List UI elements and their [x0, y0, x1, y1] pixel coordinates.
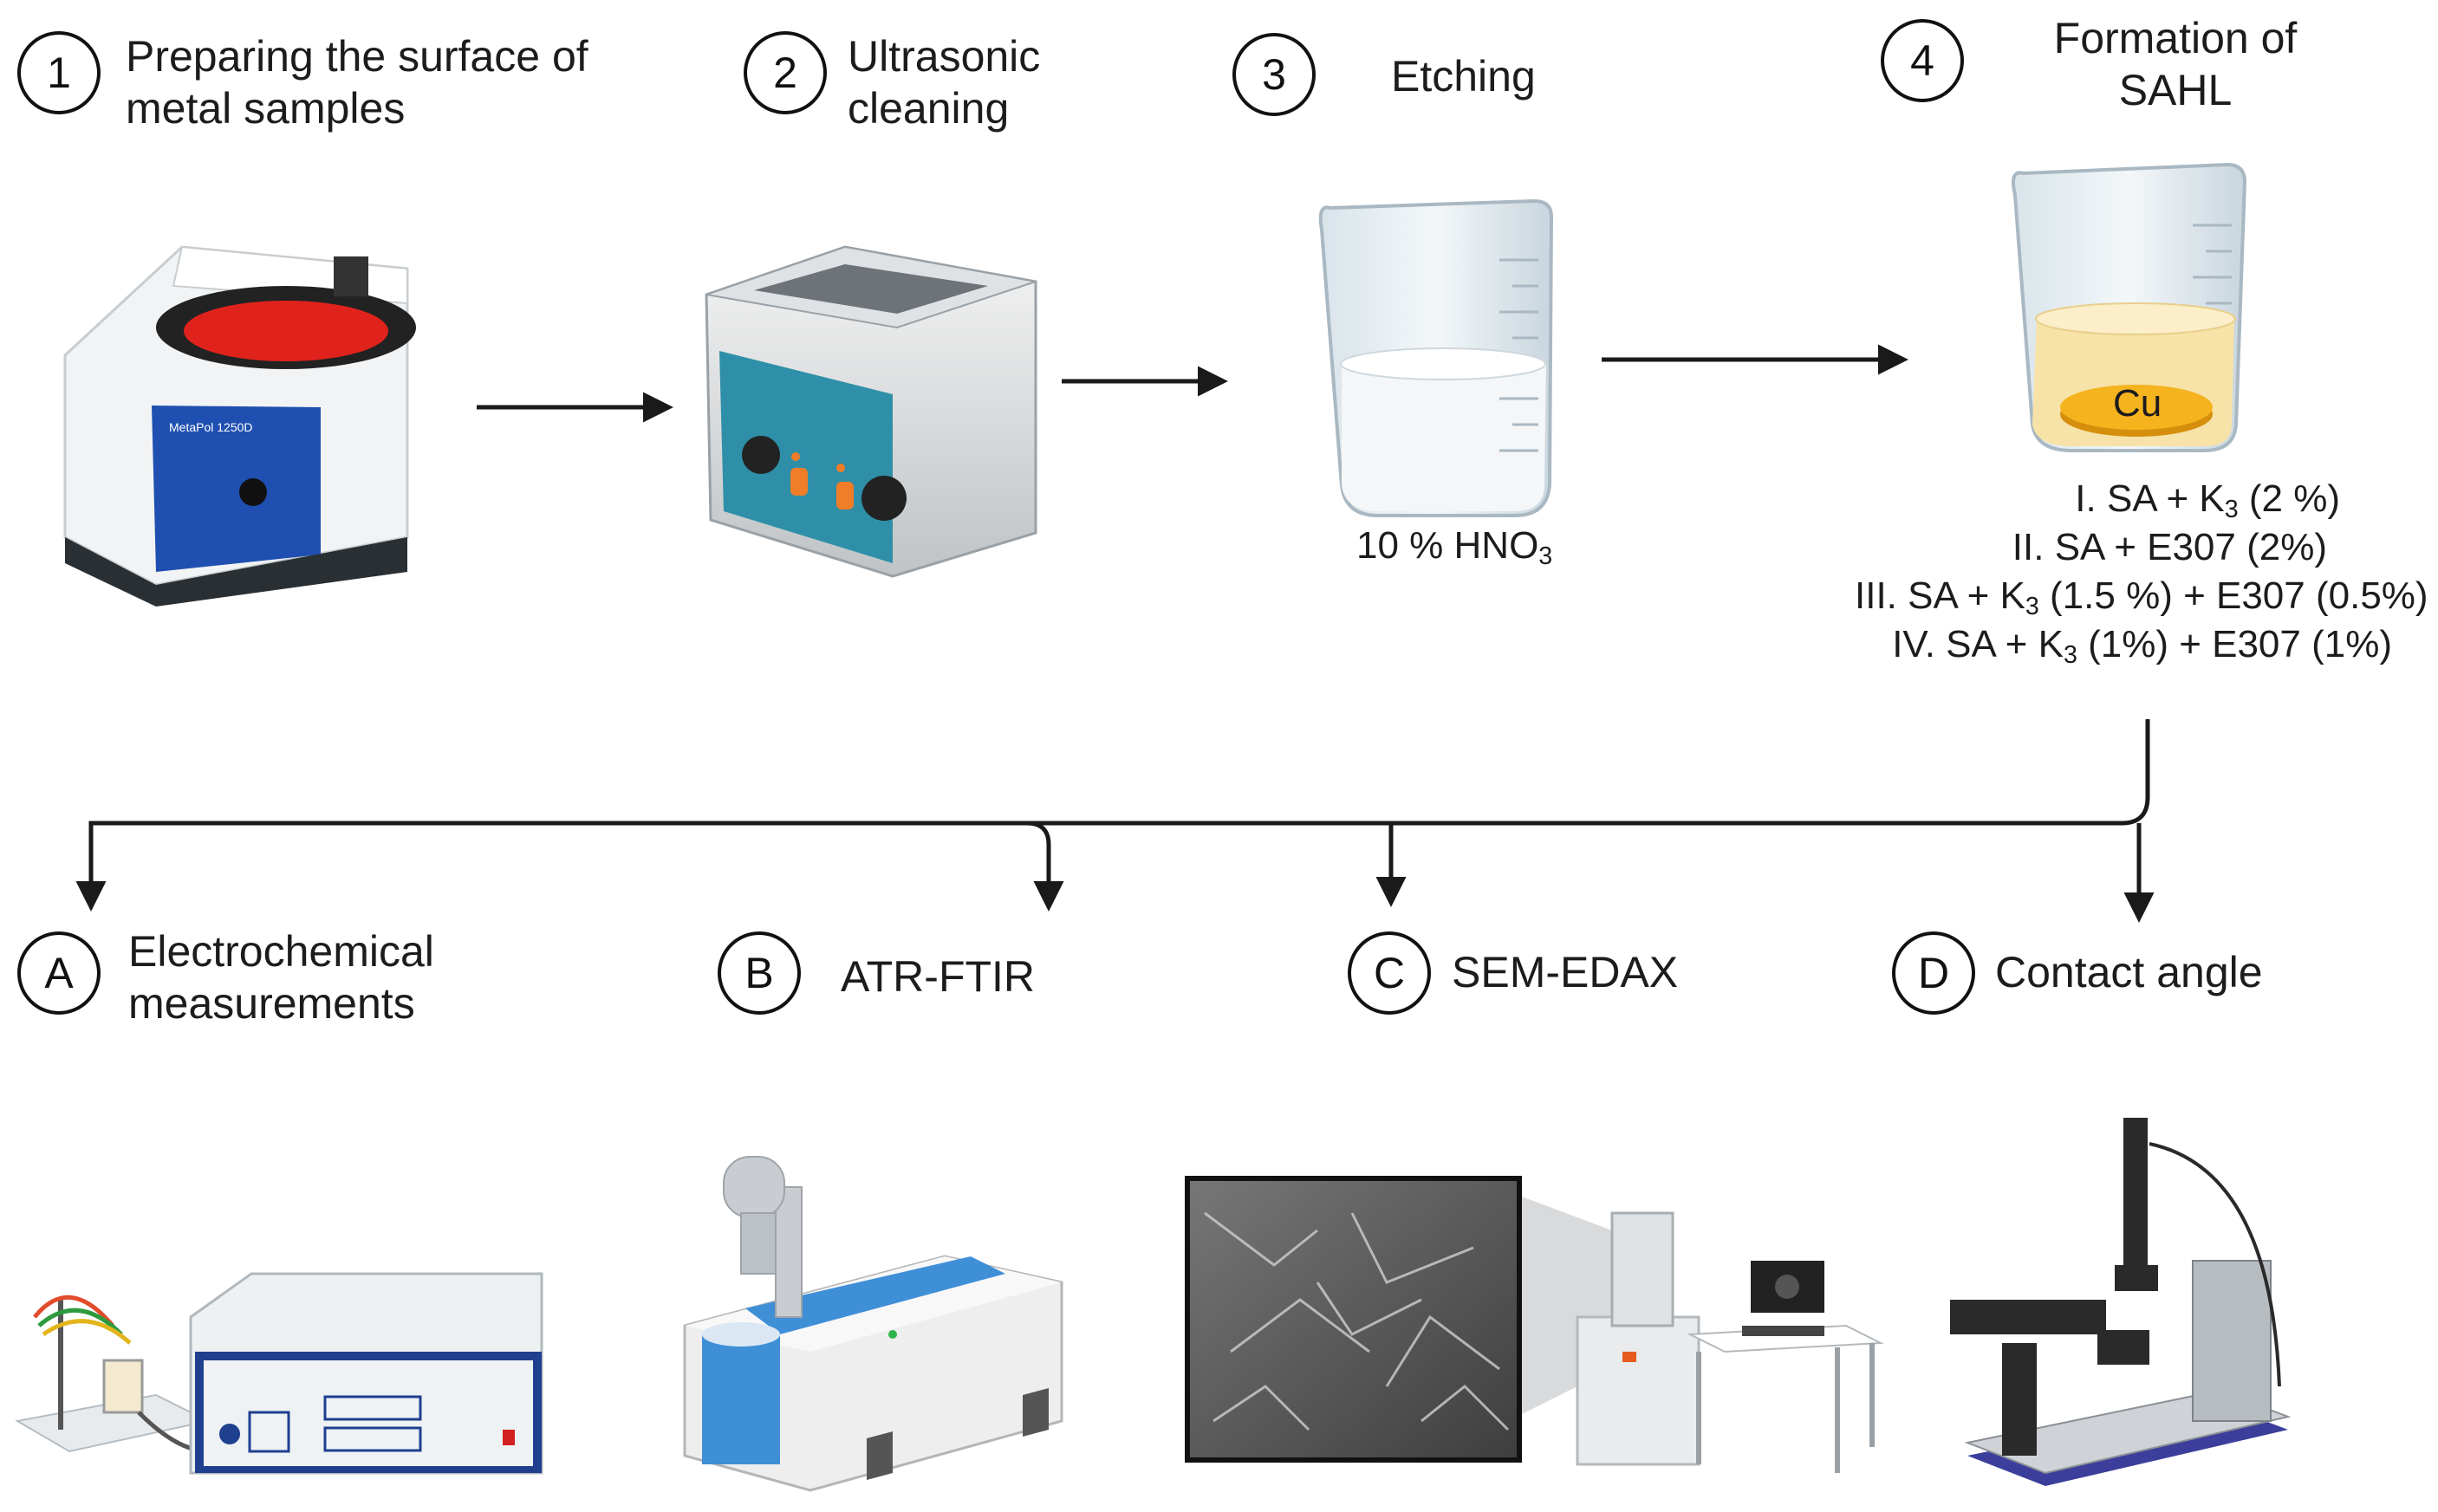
analysis-c-badge: C [1348, 931, 1431, 1015]
step-3-badge: 3 [1232, 33, 1316, 116]
sem-instrument-icon [1576, 1211, 1884, 1473]
polisher-icon: MetaPol 1250D [63, 245, 416, 607]
analysis-b-badge: B [718, 931, 801, 1015]
goniometer-icon [1950, 1118, 2292, 1486]
step-2-badge: 2 [744, 31, 827, 114]
formulation-1: I. SA + K3 (2 %) [2075, 477, 2340, 524]
ultrasonic-bath-icon [705, 245, 1037, 578]
analysis-a-badge: A [17, 931, 101, 1015]
sem-micrograph-icon [1185, 1176, 1612, 1463]
analysis-c-label: SEM-EDAX [1452, 948, 1679, 996]
step-4-badge: 4 [1881, 19, 1964, 102]
analysis-d-label: Contact angle [1995, 948, 2263, 996]
branch-connector [75, 719, 2155, 923]
formulation-2: II. SA + E307 (2%) [2012, 526, 2327, 568]
formulation-4: IV. SA + K3 (1%) + E307 (1%) [1892, 623, 2392, 670]
step-1-badge: 1 [17, 31, 101, 114]
formulation-3: III. SA + K3 (1.5 %) + E307 (0.5%) [1855, 574, 2428, 621]
beaker-icon [1318, 198, 1554, 517]
cu-label: Cu [2113, 382, 2162, 425]
ftir-spectrometer-icon [683, 1156, 1063, 1492]
analysis-b-label: ATR-FTIR [841, 952, 1036, 1001]
polisher-brand: MetaPol 1250D [169, 420, 253, 434]
formulation-list: I. SA + K3 (2 %) II. SA + E307 (2%) III.… [1855, 475, 2428, 669]
beaker-cu-icon [2012, 162, 2247, 452]
step-3-label: Etching [1391, 52, 1536, 101]
potentiostat-icon [15, 1272, 543, 1475]
etching-solution-label: 10 % HNO3 [1356, 524, 1553, 571]
analysis-d-badge: D [1892, 931, 1975, 1015]
